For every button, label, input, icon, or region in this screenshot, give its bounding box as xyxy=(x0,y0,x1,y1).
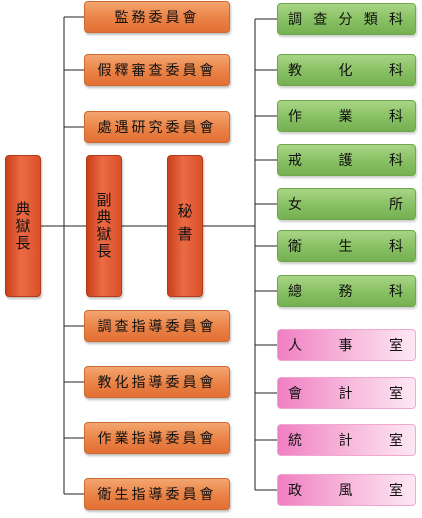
secretary-box: 秘書 xyxy=(167,155,203,297)
committee-label: 調查指導委員會 xyxy=(97,319,217,335)
committee-label: 作業指導委員會 xyxy=(97,431,217,447)
committee-box: 監務委員會 xyxy=(84,1,230,33)
office-label: 人事室 xyxy=(288,338,403,354)
section-label: 調查分類科 xyxy=(288,12,403,28)
section-label: 總務科 xyxy=(288,284,403,300)
committee-label: 衛生指導委員會 xyxy=(97,487,217,503)
office-box: 政風室 xyxy=(277,474,416,506)
committee-label: 監務委員會 xyxy=(114,10,200,26)
section-label: 教化科 xyxy=(288,63,403,79)
section-label: 戒護科 xyxy=(288,153,403,169)
office-box: 人事室 xyxy=(277,329,416,361)
committee-box: 假釋審查委員會 xyxy=(84,54,230,86)
office-box: 統計室 xyxy=(277,424,416,456)
committee-box: 處遇研究委員會 xyxy=(84,111,230,143)
head-warden-box: 典獄長 xyxy=(5,155,41,297)
section-box: 調查分類科 xyxy=(277,3,416,35)
section-label: 女所 xyxy=(288,197,403,213)
deputy-warden-label: 副典獄長 xyxy=(94,192,113,260)
section-box: 戒護科 xyxy=(277,144,416,176)
office-label: 政風室 xyxy=(288,483,403,499)
section-label: 衛生科 xyxy=(288,239,403,255)
office-box: 會計室 xyxy=(277,377,416,409)
head-warden-label: 典獄長 xyxy=(13,200,32,252)
section-box: 作業科 xyxy=(277,100,416,132)
office-label: 統計室 xyxy=(288,433,403,449)
committee-label: 教化指導委員會 xyxy=(97,375,217,391)
committee-box: 衛生指導委員會 xyxy=(84,478,230,510)
section-box: 衛生科 xyxy=(277,230,416,262)
deputy-warden-box: 副典獄長 xyxy=(86,155,122,297)
committee-box: 調查指導委員會 xyxy=(84,310,230,342)
committee-label: 假釋審查委員會 xyxy=(97,63,217,79)
section-label: 作業科 xyxy=(288,109,403,125)
office-label: 會計室 xyxy=(288,386,403,402)
section-box: 女所 xyxy=(277,188,416,220)
section-box: 總務科 xyxy=(277,275,416,307)
committee-label: 處遇研究委員會 xyxy=(97,120,217,136)
committee-box: 教化指導委員會 xyxy=(84,366,230,398)
section-box: 教化科 xyxy=(277,54,416,86)
committee-box: 作業指導委員會 xyxy=(84,422,230,454)
secretary-label: 秘書 xyxy=(175,203,194,249)
